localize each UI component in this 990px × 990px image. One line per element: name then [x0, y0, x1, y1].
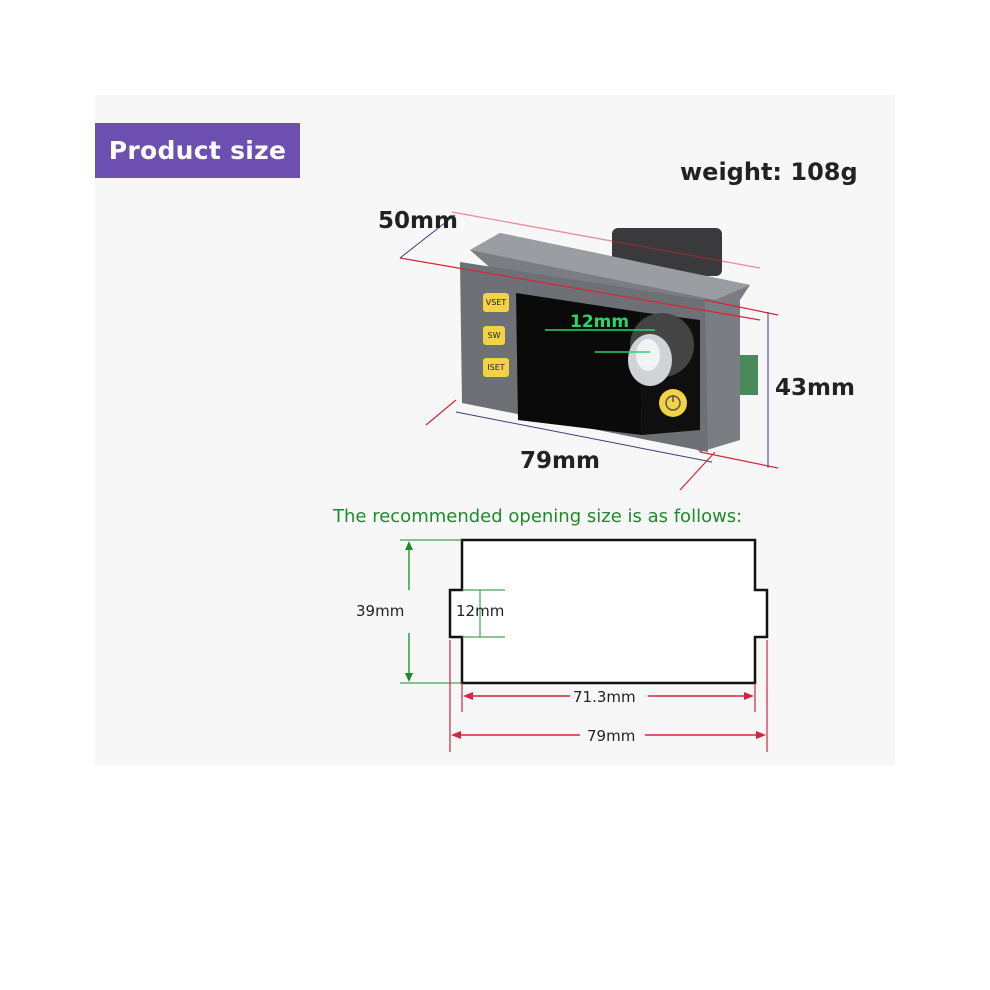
screen	[516, 293, 642, 435]
dim-line-width	[455, 411, 713, 463]
width-label: 79mm	[520, 448, 600, 474]
weight-label: weight: 108g	[680, 158, 858, 186]
power-button-icon	[659, 389, 687, 417]
knob-offset-label: 12mm	[570, 312, 630, 332]
pcb-board	[740, 355, 758, 395]
opening-inner-width-label: 71.3mm	[573, 688, 636, 706]
vset-button[interactable]: VSET	[483, 293, 509, 312]
iset-button[interactable]: ISET	[483, 358, 509, 377]
height-label: 43mm	[775, 375, 855, 401]
opening-height-label: 39mm	[356, 602, 405, 620]
device-top	[470, 233, 750, 300]
dim-line-depth	[399, 257, 761, 321]
opening-notch-label: 12mm	[456, 602, 505, 620]
opening-outer-width-label: 79mm	[587, 727, 636, 745]
depth-label: 50mm	[378, 208, 458, 234]
sw-button[interactable]: SW	[483, 326, 505, 345]
opening-title: The recommended opening size is as follo…	[333, 506, 743, 527]
product-size-badge: Product size	[95, 123, 300, 178]
